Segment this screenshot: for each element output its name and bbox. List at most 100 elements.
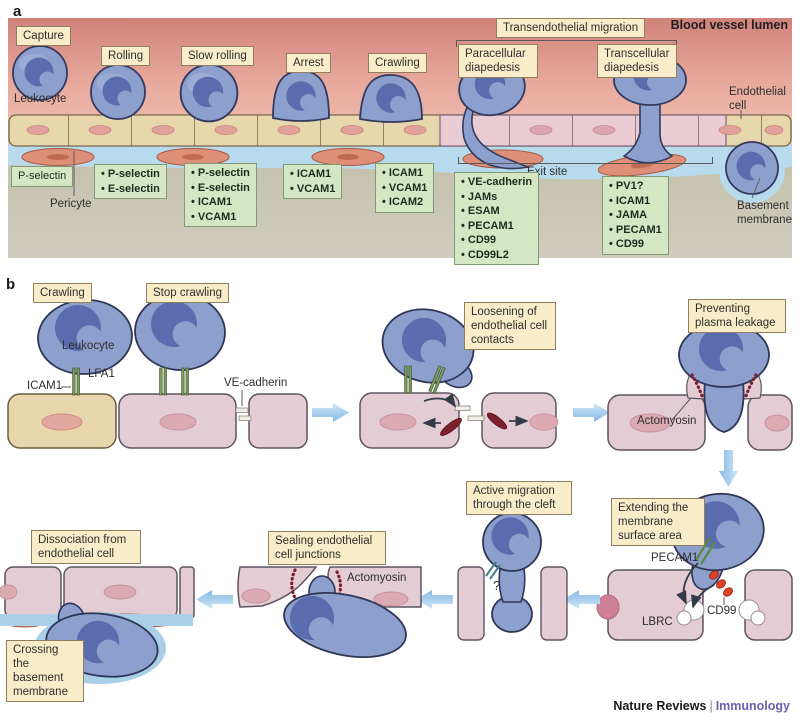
molecule-item: • JAMA [609, 209, 648, 222]
exit-site-bracket [458, 157, 713, 164]
stage-label-crawling: Crawling [368, 53, 427, 74]
panel-b-illustration [0, 293, 793, 684]
active-migration-label: Active migration through the cleft [466, 481, 572, 516]
molecule-item: • ICAM1 [290, 168, 332, 180]
ve-cadherin-bond-icon [467, 415, 485, 421]
molecule-item: • VE-cadherin [461, 176, 533, 188]
actomyosin-label-left: Actomyosin [347, 572, 407, 584]
actomyosin-filaments [440, 412, 508, 436]
actomyosin-bead-chains [690, 373, 758, 398]
cd99-beads-icon [709, 570, 733, 597]
molecule-box-capture: P-selectin [11, 166, 74, 187]
loosening-arrows [422, 393, 529, 429]
scene-dissociation-cells [0, 566, 195, 619]
paracellular-label: Paracellular diapedesis [458, 44, 538, 79]
flow-arrow-left-icon [563, 590, 600, 609]
leader-lines-a [73, 110, 761, 199]
leukocyte-capture-icon [12, 45, 68, 101]
journal-section: Immunology [715, 699, 790, 713]
molecule-item: • P-selectin [101, 168, 160, 180]
loosening-label: Loosening of endothelial cell contacts [464, 302, 556, 351]
flow-arrow-down-icon [719, 450, 738, 487]
ve-cadherin-bond-icon [454, 405, 471, 411]
scene-cleft-cells [457, 566, 568, 641]
question-mark-label: ? [493, 578, 501, 593]
basement-membrane-label: Basement membrane [737, 200, 792, 226]
leukocyte-b-stopped-icon [134, 293, 226, 371]
recycling-arrows [676, 562, 715, 609]
molecule-item: • VCAM1 [290, 182, 336, 195]
b-crawling-label: Crawling [33, 283, 92, 304]
pecam1-receptor-icon [694, 537, 717, 565]
stage-label-rolling: Rolling [101, 46, 151, 67]
leukocyte-crawling-icon [359, 74, 423, 123]
leukocyte-arrest-icon [272, 70, 330, 122]
leader-lines-b1 [61, 374, 87, 388]
pericyte-label: Pericyte [50, 198, 92, 210]
molecule-item: • ICAM1 [191, 196, 233, 209]
scene-crawling-cells [7, 390, 308, 449]
molecule-item: • ICAM1 [382, 167, 424, 179]
flow-arrow-right-icon [312, 403, 349, 422]
stage-label-arrest: Arrest [286, 53, 331, 74]
molecule-item: • PECAM1 [609, 223, 662, 236]
leukocyte-b-crawling-icon [37, 299, 133, 375]
cd99-label: CD99 [707, 605, 737, 617]
leukocyte-b-cleft-icon [482, 512, 542, 633]
b-leukocyte-label: Leukocyte [62, 340, 115, 352]
molecule-item: • VCAM1 [191, 210, 237, 223]
lfa1-icam1-receptor-icon [181, 367, 189, 396]
sealing-label: Sealing endothelial cell junctions [268, 531, 386, 566]
unknown-receptor-icon [485, 561, 501, 580]
leukocyte-transmigrated-icon [725, 141, 779, 195]
leukocyte-b-loosening-icon [381, 308, 475, 389]
icam1-label: ICAM1 [27, 380, 63, 392]
leukocyte-label-a: Leukocyte [14, 93, 67, 105]
lbrc-label: LBRC [642, 616, 673, 628]
molecule-item: • PV1? [609, 180, 644, 192]
footer-separator: | [709, 699, 713, 713]
journal-name: Nature Reviews [613, 699, 707, 713]
flow-arrow-right-icon [573, 403, 610, 422]
molecule-item: • PECAM1 [461, 219, 514, 232]
leukocyte-b-sealing-icon [283, 575, 407, 658]
ve-cadherin-label: VE-cadherin [224, 377, 288, 389]
b-stop-crawling-label: Stop crawling [146, 283, 230, 304]
lfa1-label: LFA1 [88, 368, 115, 380]
molecule-item: • CD99 [609, 238, 645, 251]
transcellular-label: Transcellular diapedesis [597, 44, 677, 79]
preventing-label: Preventing plasma leakage [688, 299, 786, 334]
ve-cadherin-bond-icon [238, 415, 252, 421]
stage-label-slow-rolling: Slow rolling [181, 46, 254, 67]
leukocyte-slow-rolling-icon [179, 63, 239, 123]
stage-label-capture: Capture [16, 26, 71, 47]
dissociation-label: Dissociation from endothelial cell [31, 530, 141, 565]
molecule-item: • ICAM2 [382, 196, 424, 209]
molecule-item: • E-selectin [101, 182, 160, 195]
molecule-box-rolling: • P-selectin • E-selectin [94, 164, 167, 200]
leukocyte-b-squeezing-icon [678, 322, 770, 433]
molecule-item: • JAMs [461, 190, 498, 203]
journal-footer: Nature Reviews|Immunology [613, 699, 790, 713]
molecule-item: • ICAM1 [609, 194, 651, 207]
molecule-item: • VCAM1 [382, 181, 428, 194]
crossing-label: Crossing the basement membrane [6, 640, 84, 703]
molecule-item: • P-selectin [191, 167, 250, 179]
molecule-box-paracellular: • VE-cadherin• JAMs• ESAM• PECAM1• CD99•… [454, 172, 540, 266]
molecule-box-transcellular: • PV1? • ICAM1 • JAMA• PECAM1 • CD99 [602, 176, 669, 255]
lumen-label: Blood vessel lumen [670, 18, 788, 32]
molecule-item: • CD99 [461, 234, 497, 247]
actomyosin-label-right: Actomyosin [637, 415, 697, 427]
endothelial-cell-label: Endothelial cell [729, 86, 786, 112]
flow-arrow-left-icon [196, 590, 233, 609]
panel-b-letter: b [6, 276, 16, 293]
extending-label: Extending the membrane surface area [611, 498, 705, 547]
transendothelial-migration-label: Transendothelial migration [496, 18, 646, 39]
tem-bracket [456, 40, 677, 47]
molecule-item: • CD99L2 [461, 248, 509, 261]
endothelium [8, 114, 792, 147]
molecule-item: • E-selectin [191, 181, 250, 194]
molecule-box-arrest: • ICAM1 • VCAM1 [283, 164, 343, 200]
scene-preventing-cells [607, 371, 793, 451]
